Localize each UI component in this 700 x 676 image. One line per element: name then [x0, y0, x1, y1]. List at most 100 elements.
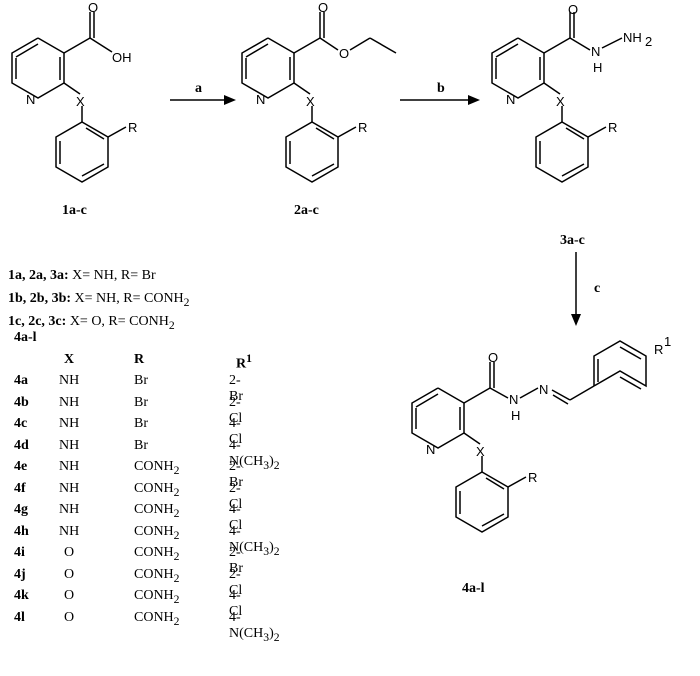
row-r: CONH2 — [134, 610, 180, 628]
row-r-text: CONH — [134, 566, 174, 582]
row-x: NH — [59, 373, 80, 388]
row-x: O — [64, 609, 75, 625]
row-r1: 2-Br — [229, 373, 243, 405]
header-x: X — [64, 351, 75, 367]
row-id: 4c — [14, 416, 28, 431]
row-r: CONH2 — [134, 502, 180, 520]
c3-x-label: X — [556, 94, 565, 109]
row-r1: 2-Br — [229, 459, 243, 491]
c2-o2-label: O — [339, 46, 349, 61]
header-r1-sup: 1 — [246, 351, 252, 365]
c4-ring-n-label: N — [426, 442, 435, 457]
row-x: O — [64, 545, 75, 560]
legend-line-2: 1b, 2b, 3b: X= NH, R= CONH2 — [8, 291, 190, 309]
row-r1: 4-N(CH3)2 — [229, 610, 280, 644]
row-r-text: CONH — [134, 588, 174, 603]
header-r1: R1 — [236, 352, 252, 373]
row-id: 4d — [14, 437, 29, 453]
row-r-sub: 2 — [173, 506, 180, 520]
c4-h-label: H — [511, 408, 520, 423]
row-r1-text: 4-Cl — [229, 588, 243, 619]
row-id: 4k — [14, 588, 29, 603]
legend-text: X= O, R= CONH — [66, 314, 169, 329]
c4-x-label: X — [476, 444, 485, 459]
row-r1-end: ) — [269, 625, 274, 641]
legend-ids: 1a, 2a, 3a: — [8, 268, 69, 283]
row-r1: 4-Cl — [229, 502, 242, 534]
row-r-sub: 2 — [173, 463, 180, 477]
row-r-sub: 2 — [173, 592, 180, 606]
row-x: O — [64, 566, 75, 582]
c4-r1-sup: 1 — [664, 334, 671, 349]
row-r-sub: 2 — [173, 485, 180, 499]
c1-r-label: R — [128, 120, 137, 135]
c2-r-label: R — [358, 120, 367, 135]
row-r-text: CONH — [134, 502, 174, 517]
row-r1-text: 2-Cl — [229, 480, 243, 512]
c3-nh2-label: NH — [623, 30, 642, 45]
row-x: NH — [59, 523, 80, 539]
row-x: O — [64, 588, 75, 603]
row-id: 4b — [14, 394, 29, 410]
row-x: NH — [59, 502, 80, 517]
row-r1-sub2: 2 — [273, 630, 280, 644]
row-id: 4h — [14, 523, 29, 539]
c3-o-label: O — [568, 2, 578, 17]
row-r-text: Br — [134, 373, 148, 388]
row-r1: 4-N(CH3)2 — [229, 438, 280, 472]
row-r-text: CONH — [134, 459, 174, 474]
step-b-label: b — [437, 81, 445, 96]
row-r1-text: 2-Br — [229, 545, 243, 576]
c3-nh2-sub: 2 — [645, 34, 652, 49]
compound-3-label: 3a-c — [560, 233, 585, 248]
row-r: CONH2 — [134, 459, 180, 477]
arrow-b — [400, 95, 480, 105]
c1-oh-label: OH — [112, 50, 132, 65]
row-r-text: CONH — [134, 480, 174, 496]
c2-o1-label: O — [318, 0, 328, 15]
row-r-text: Br — [134, 416, 148, 431]
step-c-label: c — [594, 281, 600, 296]
row-r: Br — [134, 395, 148, 413]
c2-n-label: N — [256, 92, 265, 107]
legend-line-3: 1c, 2c, 3c: X= O, R= CONH2 — [8, 314, 175, 332]
c2-x-label: X — [306, 94, 315, 109]
row-r-text: CONH — [134, 523, 174, 539]
c3-h-label: H — [593, 60, 602, 75]
c4-n1-label: N — [509, 392, 518, 407]
c4-r-label: R — [528, 470, 537, 485]
row-id: 4j — [14, 566, 26, 582]
legend-ids: 1c, 2c, 3c: — [8, 314, 67, 329]
legend-ids: 1b, 2b, 3b: — [8, 291, 72, 306]
row-id: 4a — [14, 373, 28, 388]
row-x: NH — [59, 437, 80, 453]
c1-o-label: O — [88, 0, 98, 15]
row-id: 4i — [14, 545, 25, 560]
row-r-sub: 2 — [173, 571, 180, 585]
compound-4-structure — [411, 340, 647, 533]
c3-r-label: R — [608, 120, 617, 135]
row-r-sub: 2 — [173, 528, 180, 542]
compound-1-structure — [11, 12, 127, 183]
compound-1-label: 1a-c — [62, 203, 87, 218]
compound-2-label: 2a-c — [294, 203, 319, 218]
row-x: NH — [59, 394, 80, 410]
row-r: CONH2 — [134, 524, 180, 542]
row-r: CONH2 — [134, 588, 180, 606]
step-a-label: a — [195, 81, 202, 96]
row-id: 4e — [14, 459, 28, 474]
c1-x-label: X — [76, 94, 85, 109]
c3-ring-n-label: N — [506, 92, 515, 107]
c4-n2-label: N — [539, 382, 548, 397]
row-r1: 2-Cl — [229, 567, 242, 599]
row-r1-sub: 3 — [263, 544, 270, 558]
row-r1-text: 4-Cl — [229, 416, 243, 447]
row-id: 4g — [14, 502, 28, 517]
row-id: 4f — [14, 480, 26, 496]
row-r1-end: ) — [269, 539, 274, 555]
legend-sub: 2 — [168, 318, 175, 332]
arrow-a — [170, 95, 236, 105]
row-x: NH — [59, 459, 80, 474]
row-r1-text: 4-N(CH — [229, 523, 264, 555]
